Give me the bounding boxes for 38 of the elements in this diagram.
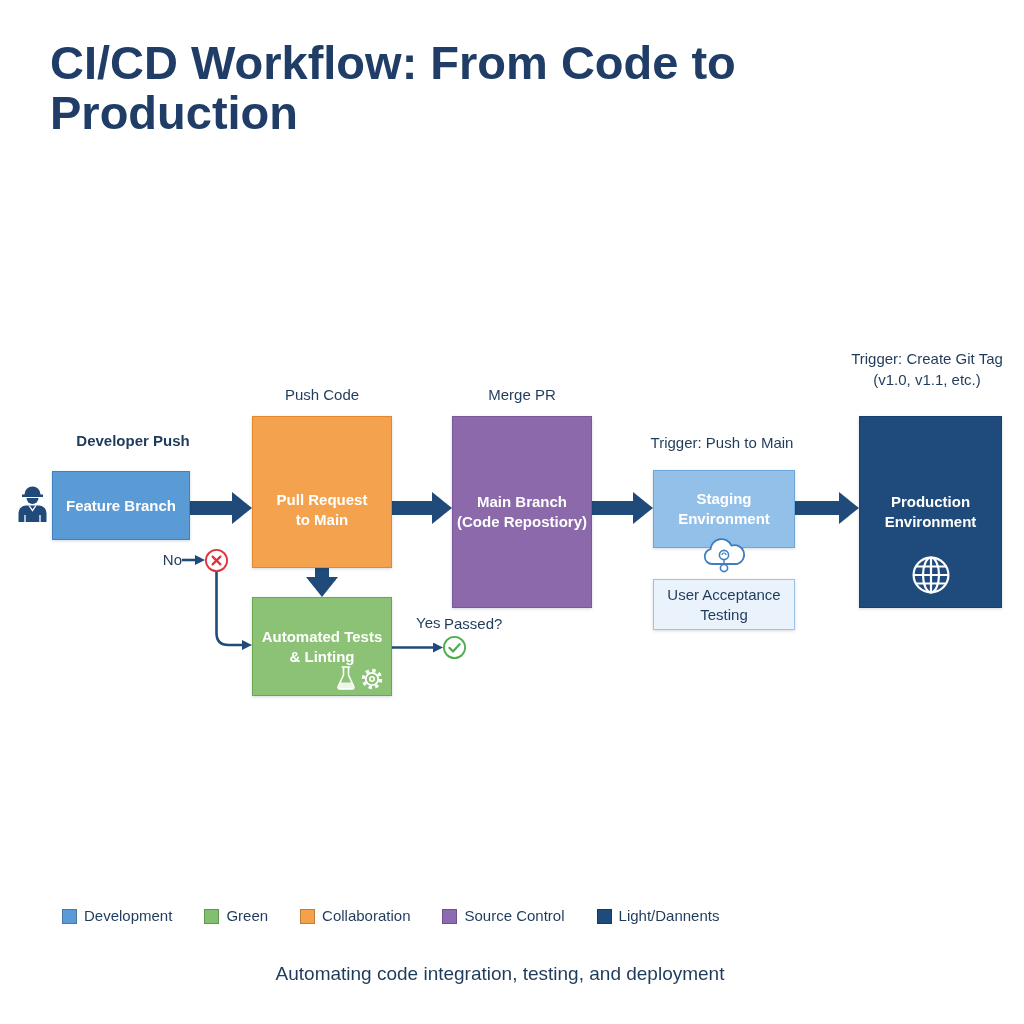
block-arrow <box>795 492 859 524</box>
box-label: Pull Request to Main <box>275 490 369 530</box>
legend-label: Light/Dannents <box>618 906 720 926</box>
box-label: User Acceptance Testing <box>666 584 782 625</box>
legend-label: Development <box>84 906 173 926</box>
legend-label: Collaboration <box>322 906 411 926</box>
process-box <box>252 416 392 568</box>
block-arrow <box>306 568 338 597</box>
process-box <box>653 579 795 630</box>
arrow <box>182 555 205 565</box>
step-heading: Trigger: Create Git Tag (v1.0, v1.1, etc.) <box>850 349 1004 390</box>
cross-circle-icon <box>205 549 228 572</box>
box-label: Automated Tests & Linting <box>260 626 384 667</box>
arrow <box>215 572 252 650</box>
step-heading: Merge PR <box>487 385 557 405</box>
box-label: Main Branch (Code Repostiory) <box>456 492 588 532</box>
diagram-caption: Automating code integration, testing, and deployment <box>274 962 726 986</box>
process-box <box>52 471 190 540</box>
diagram-title: CI/CD Workflow: From Code to Production <box>50 38 737 138</box>
check-circle-icon <box>443 636 466 659</box>
legend-label: Source Control <box>464 906 565 926</box>
legend-label: Green <box>226 906 269 926</box>
block-arrow <box>592 492 653 524</box>
box-label: Production Environment <box>883 492 978 532</box>
process-box <box>252 597 392 696</box>
box-label: Staging Environment <box>677 489 771 529</box>
block-arrow <box>392 492 452 524</box>
arrow <box>392 642 443 653</box>
step-heading: Trigger: Push to Main <box>649 433 795 453</box>
box-label: Feature Branch <box>65 495 176 516</box>
status-label: Passed? <box>444 614 504 634</box>
process-box <box>452 416 592 608</box>
process-box <box>859 416 1002 608</box>
block-arrow <box>190 492 252 524</box>
step-heading: Developer Push <box>75 431 191 451</box>
process-box <box>653 470 795 548</box>
step-heading: Push Code <box>283 385 361 405</box>
branch-label: No <box>158 550 182 570</box>
